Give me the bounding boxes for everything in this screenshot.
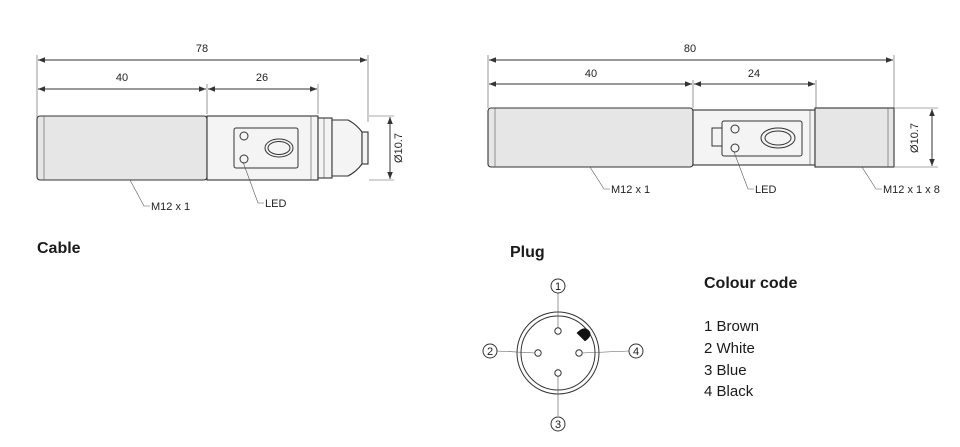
lens-outer [264,138,294,158]
pin-3-balloon [550,416,566,432]
plug-lens-inner [764,130,792,146]
gland-ring [317,117,333,179]
plug-lens-outer [760,127,796,149]
colour-code-entry: 3 Blue [704,362,747,379]
m12-connector [814,107,895,168]
colour-code-entry: 2 White [704,340,755,357]
led-leader [242,161,264,204]
dim-diameter-label: Ø10.7 [393,133,405,163]
plug-led-dot-top [730,124,740,134]
led-callout: LED [265,198,286,210]
pin-4-balloon [628,343,644,359]
plug-dim-diameter-label: Ø10.7 [909,123,921,153]
pin-1-number: 1 [555,281,561,293]
dim-body-label: 40 [116,72,128,84]
pin-3-contact [554,369,562,377]
plug-dim-overall-label: 80 [684,43,696,55]
colour-code-heading: Colour code [704,275,797,292]
pin-2-contact [534,349,542,357]
plug-led-window [721,120,803,157]
pin-1-balloon [550,278,566,294]
plug-led-leader [733,151,754,190]
plug-threaded-body [487,107,694,168]
sensor-head [206,115,319,181]
cable-stub [361,131,369,165]
plug-heading: Plug [510,244,545,261]
connector-callout: M12 x 1 x 8 [883,184,940,196]
cable-gland [331,119,363,177]
plug-led-dot-bottom [730,143,740,153]
dim-overall-label: 78 [196,43,208,55]
thread-leader [129,179,150,207]
plug-dim-head-label: 24 [748,68,760,80]
pin-1-contact [554,327,562,335]
plug-sensor-drawing: 80 40 24 Ø10.7 M12 x 1 LED M12 x 1 x 8 [487,43,940,196]
dim-head-label: 26 [256,72,268,84]
plug-sensor-head [692,109,816,166]
coding-key [576,328,591,342]
plug-thread-callout: M12 x 1 [611,184,650,196]
threaded-body [36,115,208,181]
colour-code-entry: 4 Black [704,383,754,400]
led-dot-top [239,131,249,141]
colour-code-entry: 1 Brown [704,318,759,335]
thread-callout: M12 x 1 [151,201,190,213]
led-window [233,127,299,169]
pinout-diagram: 1 2 3 4 [482,278,644,432]
pin-4-number: 4 [633,346,639,358]
cable-heading: Cable [37,240,81,257]
pin-3-number: 3 [555,419,561,431]
pin-2-balloon [482,343,498,359]
pin-4-contact [575,349,583,357]
connector-leader [861,166,882,190]
plug-dim-body-label: 40 [585,68,597,80]
plug-thread-leader [589,166,610,190]
plug-led-callout: LED [755,184,776,196]
pin-2-number: 2 [487,346,493,358]
led-dot-bottom [239,154,249,164]
cable-sensor-drawing: 78 40 26 Ø10.7 M12 x 1 LED [36,43,405,213]
lens-inner [267,141,291,155]
